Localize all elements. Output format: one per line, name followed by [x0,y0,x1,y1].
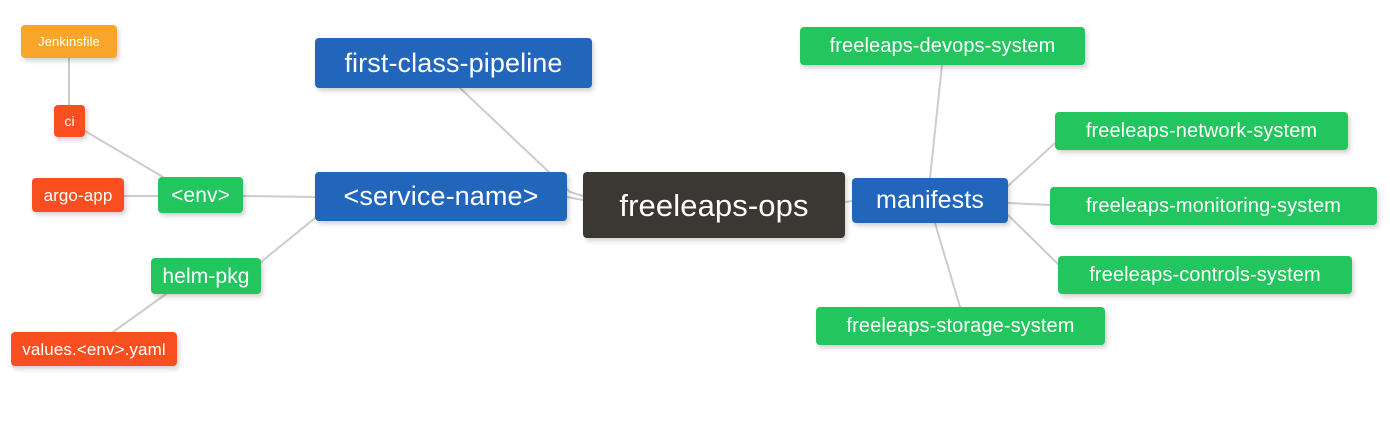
mindmap-node-freeleaps-storage-system[interactable]: freeleaps-storage-system [816,307,1105,345]
mindmap-node-label: first-class-pipeline [344,47,563,78]
edge-manifests-to-freeleaps-network-system [1007,142,1056,187]
mindmap-node-freeleaps-devops-system[interactable]: freeleaps-devops-system [800,27,1085,65]
mindmap-node-helm-pkg[interactable]: helm-pkg [151,258,261,294]
mindmap-node-argo-app[interactable]: argo-app [32,178,124,212]
edge-service-name-to-helm-pkg [260,217,316,263]
mindmap-node-label: Jenkinsfile [38,34,100,49]
edge-manifests-to-freeleaps-devops-system [929,64,943,179]
edge-manifests-to-freeleaps-monitoring-system [1007,202,1051,206]
mindmap-node-freeleaps-monitoring-system[interactable]: freeleaps-monitoring-system [1050,187,1377,225]
mindmap-node-label: helm-pkg [162,264,250,288]
mindmap-node-label: freeleaps-monitoring-system [1085,195,1341,217]
mindmap-node-freeleaps-controls-system[interactable]: freeleaps-controls-system [1058,256,1352,294]
mindmap-node-label: freeleaps-devops-system [829,35,1056,57]
mindmap-node-freeleaps-ops[interactable]: freeleaps-ops [583,172,845,238]
mindmap-node-env[interactable]: <env> [158,177,243,213]
mindmap-node-label: values.<env>.yaml [22,339,166,359]
mindmap-node-ci[interactable]: ci [54,105,85,137]
mindmap-node-label: ci [64,113,75,129]
mindmap-node-values-env-yaml[interactable]: values.<env>.yaml [11,332,177,366]
mindmap-node-label: freeleaps-storage-system [846,315,1075,337]
edge-freeleaps-ops-to-manifests [844,200,853,203]
edge-helm-pkg-to-values-env-yaml [112,293,167,333]
mindmap-node-jenkinsfile[interactable]: Jenkinsfile [21,25,117,58]
mindmap-node-service-name[interactable]: <service-name> [315,172,567,221]
edge-freeleaps-ops-to-service-name [566,196,584,201]
mindmap-node-label: <env> [171,183,230,207]
mindmap-node-label: freeleaps-controls-system [1089,264,1321,286]
mindmap-node-label: <service-name> [343,181,539,211]
edge-service-name-to-env [242,195,316,198]
mindmap-node-manifests[interactable]: manifests [852,178,1008,223]
mindmap-node-first-class-pipeline[interactable]: first-class-pipeline [315,38,592,88]
mindmap-node-freeleaps-network-system[interactable]: freeleaps-network-system [1055,112,1348,150]
mindmap-node-label: argo-app [43,185,113,205]
edge-manifests-to-freeleaps-storage-system [934,222,961,308]
edge-env-to-ci [84,130,164,178]
mindmap-node-label: manifests [876,186,984,214]
mindmap-node-label: freeleaps-network-system [1085,120,1318,142]
mindmap-node-label: freeleaps-ops [619,187,809,223]
